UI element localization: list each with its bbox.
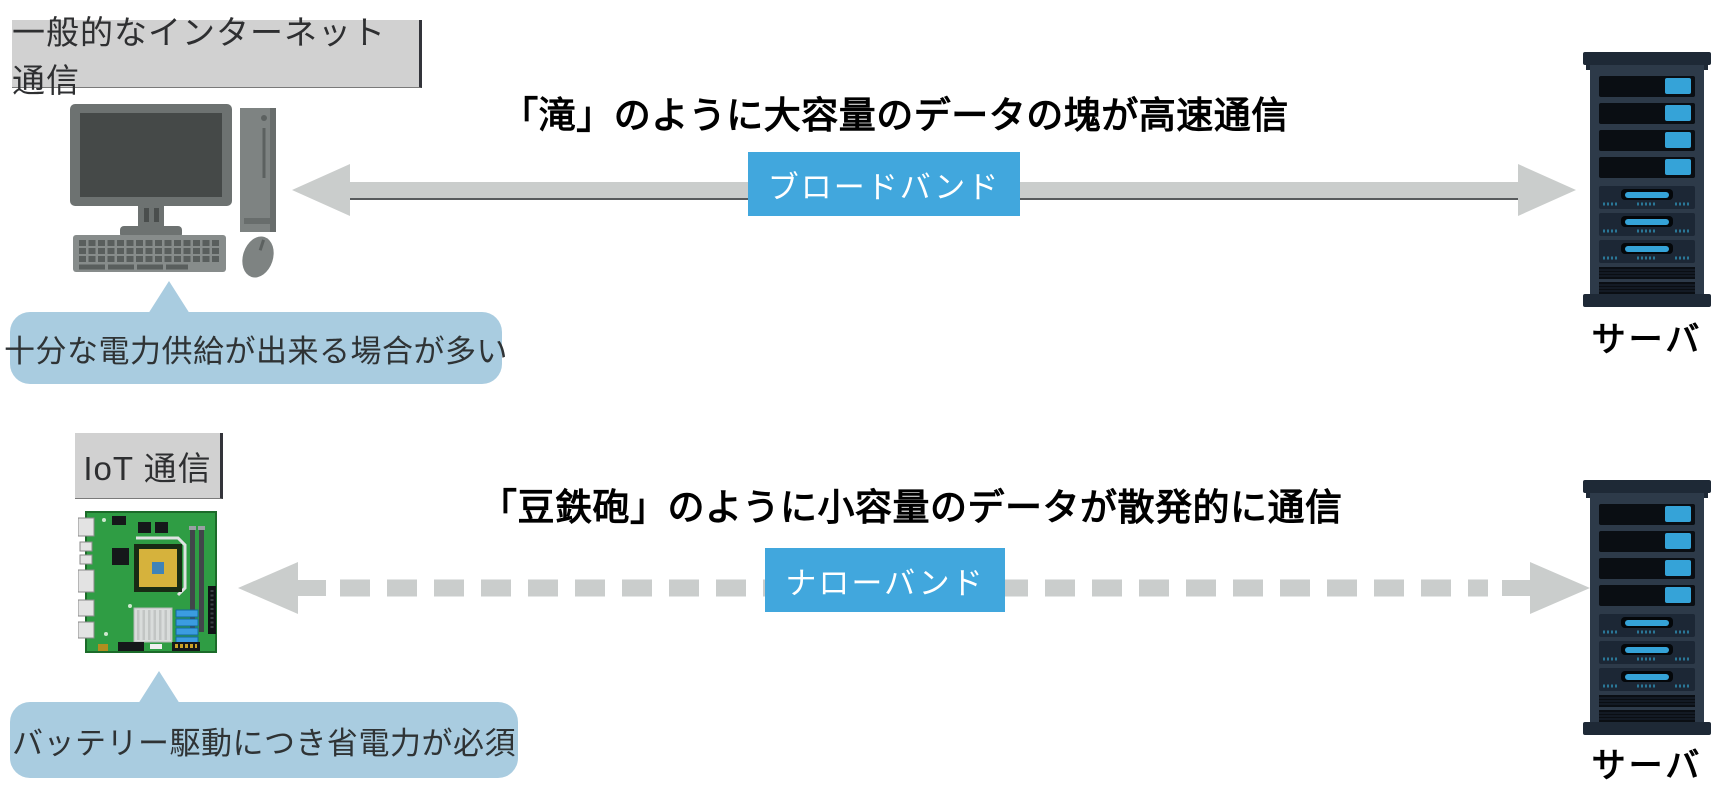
server-rack-icon (1583, 52, 1711, 307)
broadband-headline: 「滝」のように大容量のデータの塊が高速通信 (501, 95, 1289, 136)
server-label-top: サーバ (1591, 321, 1703, 359)
general-internet-label: 一般的なインターネット通信 (12, 14, 422, 99)
server-rack-icon (1583, 480, 1711, 735)
circuit-board-icon (78, 511, 217, 653)
broadband-band-label: ブロードバンド (748, 152, 1020, 216)
battery-power-bubble: バッテリー駆動につき省電力が必須 (10, 671, 518, 778)
server-label-bottom: サーバ (1591, 747, 1703, 785)
narrowband-band-label: ナローバンド (765, 548, 1005, 612)
desktop-computer-icon (70, 104, 276, 278)
narrowband-headline: 「豆鉄砲」のように小容量のデータが散発的に通信 (480, 487, 1343, 528)
power-supply-bubble: 十分な電力供給が出来る場合が多い (4, 281, 508, 384)
iot-label: IoT 通信 (75, 433, 223, 499)
